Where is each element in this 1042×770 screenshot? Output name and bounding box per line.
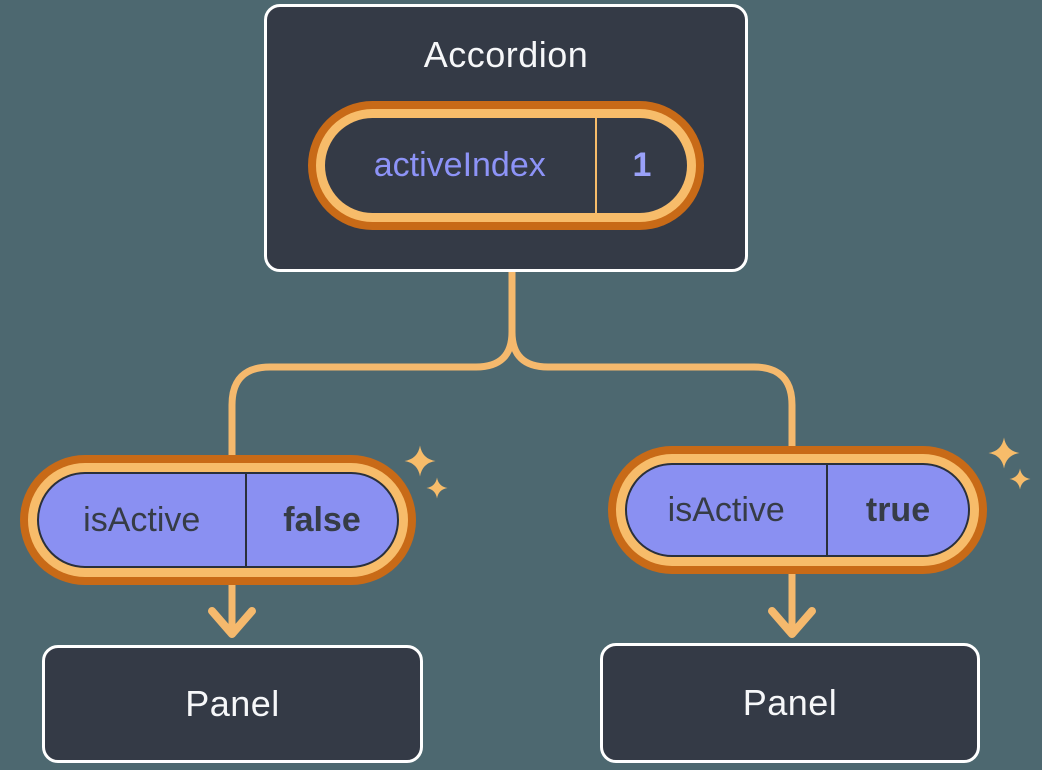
prop-pill-ring: isActive false <box>28 463 408 577</box>
panel-title: Panel <box>185 683 280 724</box>
arrowhead-left-icon <box>208 607 256 638</box>
sparkle-icon <box>426 477 448 499</box>
state-pill-name: activeIndex <box>373 146 546 184</box>
connector-branch-right <box>508 328 796 634</box>
state-pill-divider <box>594 118 597 213</box>
state-pill-activeindex: activeIndex 1 <box>308 101 704 230</box>
prop-pill-name: isActive <box>667 490 785 529</box>
accordion-node: Accordion activeIndex 1 <box>264 4 748 272</box>
state-pill-value: 1 <box>632 146 652 184</box>
accordion-title: Accordion <box>423 34 589 75</box>
prop-pill-body: isActive true <box>625 463 970 557</box>
arrowhead-right-icon <box>768 607 816 638</box>
prop-pill-name: isActive <box>83 500 201 539</box>
sparkle-icon <box>988 437 1020 469</box>
prop-pill-divider <box>825 465 828 555</box>
prop-pill-value: true <box>865 490 931 529</box>
prop-pill-ring: isActive true <box>616 454 979 566</box>
panel-title: Panel <box>742 682 838 723</box>
state-pill-ring: activeIndex 1 <box>316 109 696 222</box>
prop-pill-isactive-right: isActive true <box>608 446 987 574</box>
prop-pill-body: isActive false <box>37 472 399 568</box>
sparkle-icon <box>1009 468 1031 490</box>
panel-node-right: Panel <box>600 643 980 763</box>
sparkle-icon <box>404 445 436 477</box>
prop-pill-value: false <box>283 500 361 539</box>
panel-node-left: Panel <box>42 645 423 763</box>
state-pill-body: activeIndex 1 <box>325 118 687 213</box>
prop-pill-divider <box>244 474 247 566</box>
connector-branch-left <box>228 328 516 634</box>
prop-pill-isactive-left: isActive false <box>20 455 416 585</box>
